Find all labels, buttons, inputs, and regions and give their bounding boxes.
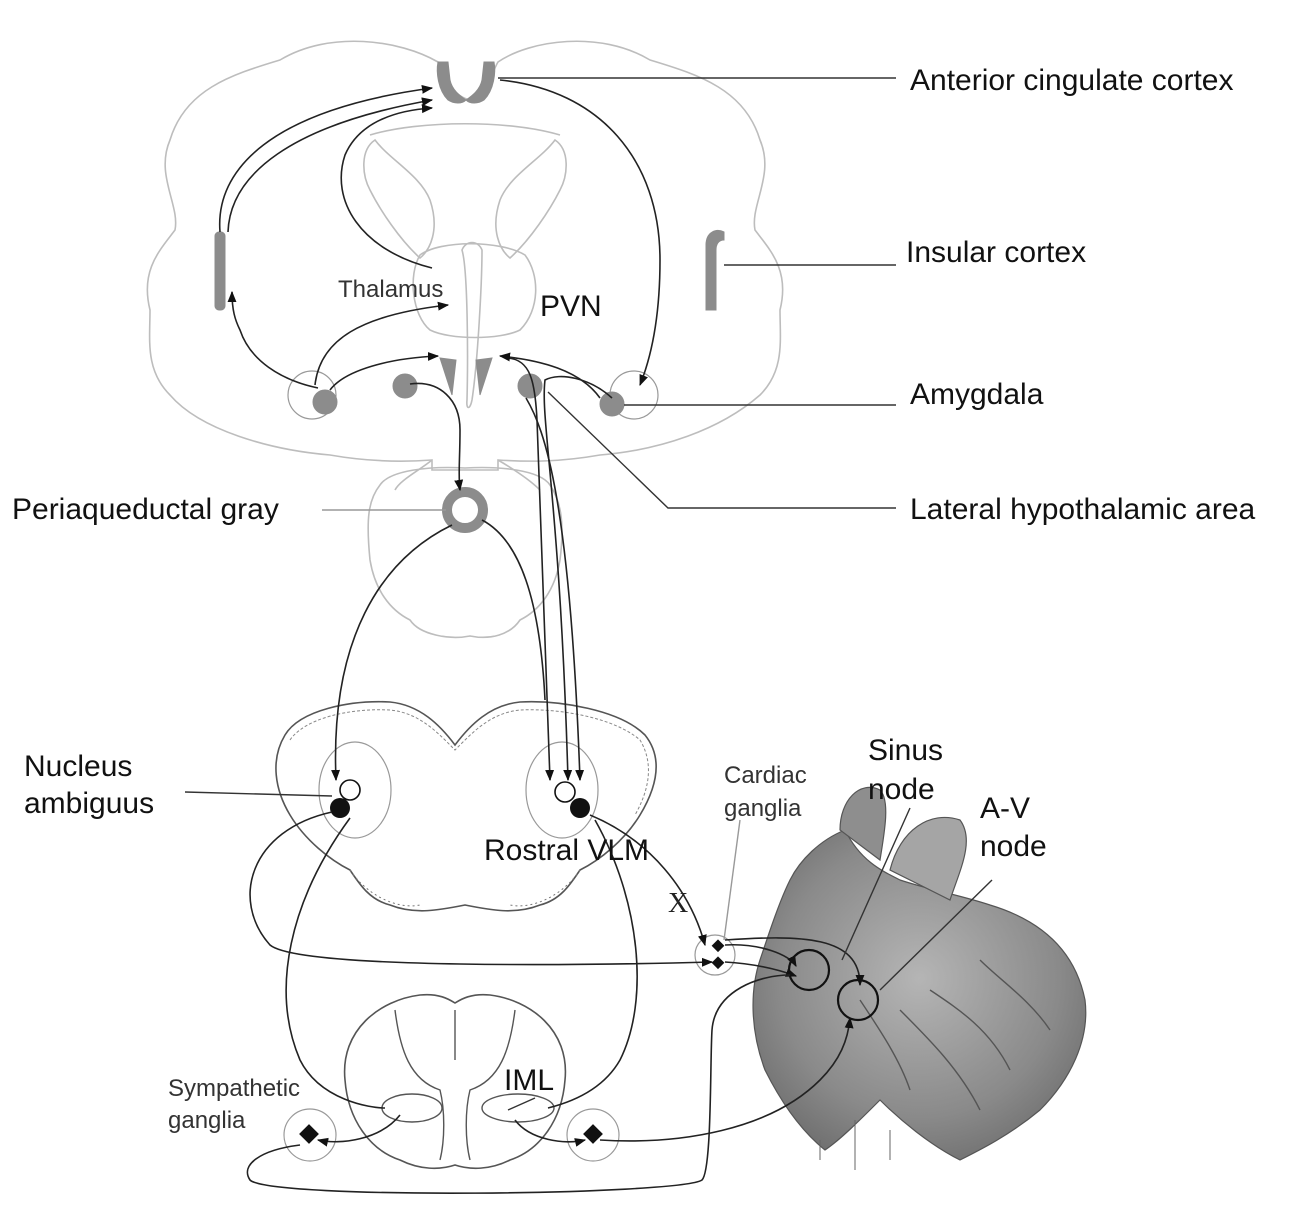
periaqueductal-gray-ring (447, 492, 483, 528)
sinus-node-label-line1: Sinus (868, 734, 943, 767)
pvn-label: PVN (540, 290, 602, 323)
sympathetic-ganglion-left (299, 1124, 319, 1144)
cardiac-ganglia-ring (695, 935, 735, 975)
nucleus-ambiguus-label-line2: ambiguus (24, 787, 154, 820)
brain-coronal-section (147, 41, 782, 490)
iml-right (482, 1094, 554, 1122)
pvn-right (476, 358, 492, 395)
sinus-node-label-line2: node (868, 773, 935, 806)
av-node-label-line2: node (980, 830, 1047, 863)
insular-cortex-right (706, 231, 724, 310)
amygdala-left (313, 390, 337, 414)
av-node-label-line1: A-V (980, 792, 1030, 825)
insular-cortex-left (215, 232, 225, 310)
iml-label: IML (504, 1064, 554, 1097)
amygdala-right (600, 392, 624, 416)
lateral-hypothalamic-right (518, 374, 542, 398)
nucleus-ambiguus-open-neuron (340, 780, 360, 800)
iml-left (382, 1094, 442, 1122)
anterior-cingulate-right (466, 62, 495, 103)
sympathetic-ganglion-right (583, 1124, 603, 1144)
cardiac-ganglion-lower (712, 956, 725, 969)
nucleus-ambiguus-label-line1: Nucleus (24, 750, 132, 783)
pvn-left (440, 358, 456, 395)
insular-cortex-label: Insular cortex (906, 236, 1086, 269)
anterior-cingulate-cortex-label: Anterior cingulate cortex (910, 64, 1234, 97)
sympathetic-ganglia-label-line1: Sympathetic (168, 1075, 300, 1102)
periaqueductal-gray-label: Periaqueductal gray (12, 493, 279, 526)
lateral-hypothalamic-area-label: Lateral hypothalamic area (910, 493, 1256, 526)
rostral-vlm-filled-neuron (570, 798, 590, 818)
nucleus-ambiguus-filled-neuron (330, 798, 350, 818)
cardiac-ganglia-label-line2: ganglia (724, 795, 802, 822)
cardiac-ganglion-upper (712, 939, 725, 952)
lateral-hypothalamic-left (393, 374, 417, 398)
rostral-vlm-label: Rostral VLM (484, 834, 649, 867)
amygdala-label: Amygdala (910, 378, 1044, 411)
cardiac-ganglia-label-line1: Cardiac (724, 762, 807, 789)
rostral-vlm-open-neuron (555, 782, 575, 802)
anterior-cingulate-left (437, 62, 466, 103)
thalamus-label: Thalamus (338, 276, 443, 303)
sympathetic-ganglia-label-line2: ganglia (168, 1107, 246, 1134)
vagus-nerve-label: X (668, 888, 688, 919)
